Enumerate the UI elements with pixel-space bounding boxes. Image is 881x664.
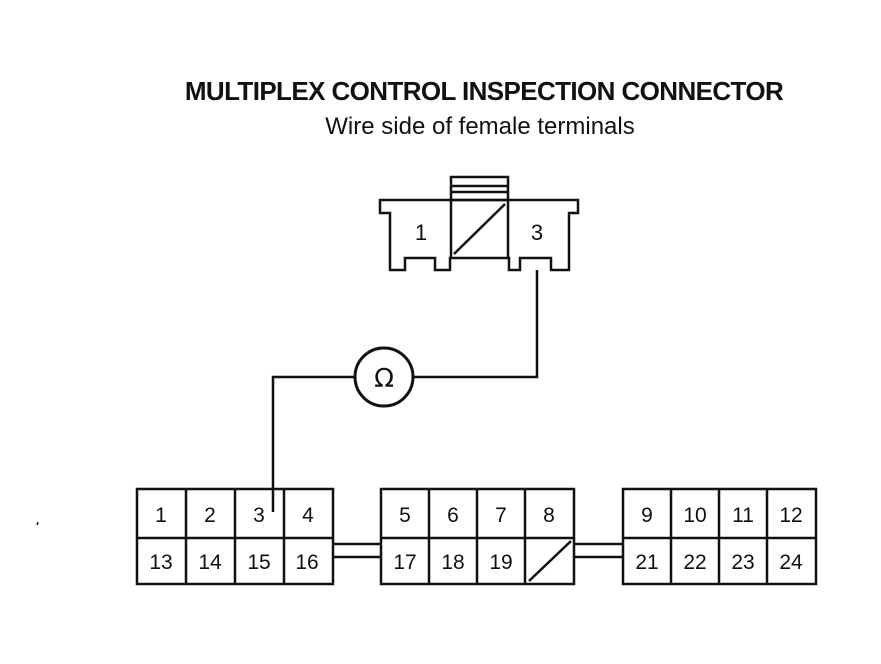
- pin-label: 21: [635, 551, 658, 574]
- pin-label: 4: [302, 504, 314, 527]
- diagram-subtitle: Wire side of female terminals: [325, 113, 634, 140]
- pin-label: 2: [204, 504, 216, 527]
- pin-label: 7: [495, 504, 507, 527]
- blank-cavity-slash: [453, 203, 506, 255]
- pin-label: 23: [731, 551, 754, 574]
- pin-label: 6: [447, 504, 459, 527]
- pin-label: 15: [247, 551, 270, 574]
- pin-label: 11: [732, 504, 754, 527]
- ohmmeter: Ω: [353, 346, 415, 408]
- pin-label: 9: [641, 504, 653, 527]
- inspection-pin-3: 3: [531, 220, 543, 245]
- pin-label: 1: [155, 504, 167, 527]
- pin-label: 14: [198, 551, 222, 574]
- ohm-symbol-icon: Ω: [374, 364, 394, 394]
- test-leads: [271, 270, 539, 512]
- diagram-title: MULTIPLEX CONTROL INSPECTION CONNECTOR: [185, 76, 784, 106]
- pin-label: 18: [441, 551, 464, 574]
- pin-label: 19: [489, 551, 512, 574]
- connector-lock-tab: [449, 175, 510, 202]
- inspection-connector-body: [378, 198, 580, 272]
- stray-mark: [36, 521, 39, 526]
- pin-label: 24: [779, 551, 803, 574]
- pin-label: 16: [295, 551, 318, 574]
- pin-label: 10: [683, 504, 706, 527]
- lead-to-pin-15: [271, 375, 355, 512]
- pin-label: 12: [779, 504, 802, 527]
- pin-label: 13: [149, 551, 172, 574]
- inspection-pin-1: 1: [415, 220, 427, 245]
- main-connector: [135, 487, 818, 586]
- pin-labels: 1 2 3 4 13 14 15 16 5 6 7 8 17 18 19 9 1…: [149, 504, 803, 574]
- pin-label: 22: [683, 551, 706, 574]
- ohmmeter-circle: [353, 346, 415, 408]
- blank-cavity-slash-20: [528, 540, 572, 582]
- pin-label: 8: [543, 504, 555, 527]
- inspection-connector: [378, 175, 580, 272]
- pin-label: 5: [399, 504, 411, 527]
- lead-to-pin-3: [413, 270, 539, 379]
- pin-label: 17: [393, 551, 416, 574]
- pin-label: 3: [253, 504, 265, 527]
